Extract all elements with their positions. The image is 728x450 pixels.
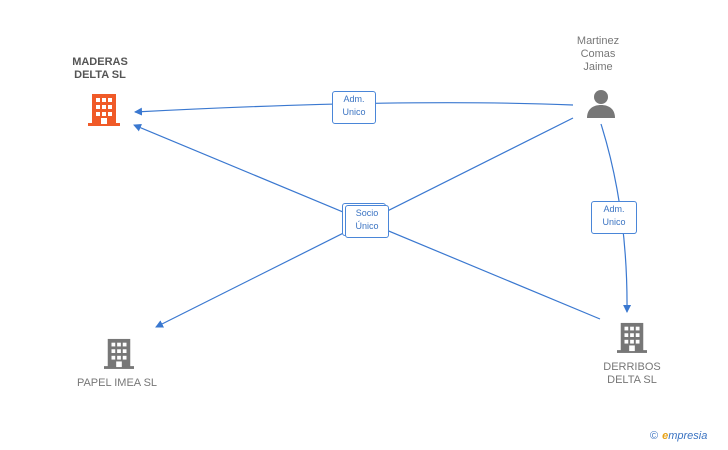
node-maderas-label: MADERAS DELTA SL — [72, 56, 128, 81]
edge-martinez-to-maderas — [134, 102, 574, 116]
node-derribos-label: DERRIBOS DELTA SL — [603, 361, 661, 386]
copyright-symbol: © — [650, 430, 659, 442]
person-icon[interactable] — [586, 88, 616, 118]
node-papel-label: PAPEL IMEA SL — [76, 377, 158, 389]
brand-name: mpresia — [668, 430, 708, 442]
brand-initial: e — [662, 430, 669, 442]
empresia-watermark: ©empresia — [650, 430, 707, 442]
edge-label-adm-derribos[interactable]: Adm. Unico — [591, 201, 637, 234]
edge-label-socio-unico[interactable]: Socio Único — [345, 205, 389, 238]
building-icon[interactable] — [104, 336, 134, 370]
building-icon[interactable] — [617, 320, 647, 354]
building-icon[interactable] — [88, 92, 120, 126]
node-martinez-label: Martinez Comas Jaime — [576, 35, 620, 73]
edge-label-adm-maderas[interactable]: Adm. Unico — [332, 91, 376, 124]
